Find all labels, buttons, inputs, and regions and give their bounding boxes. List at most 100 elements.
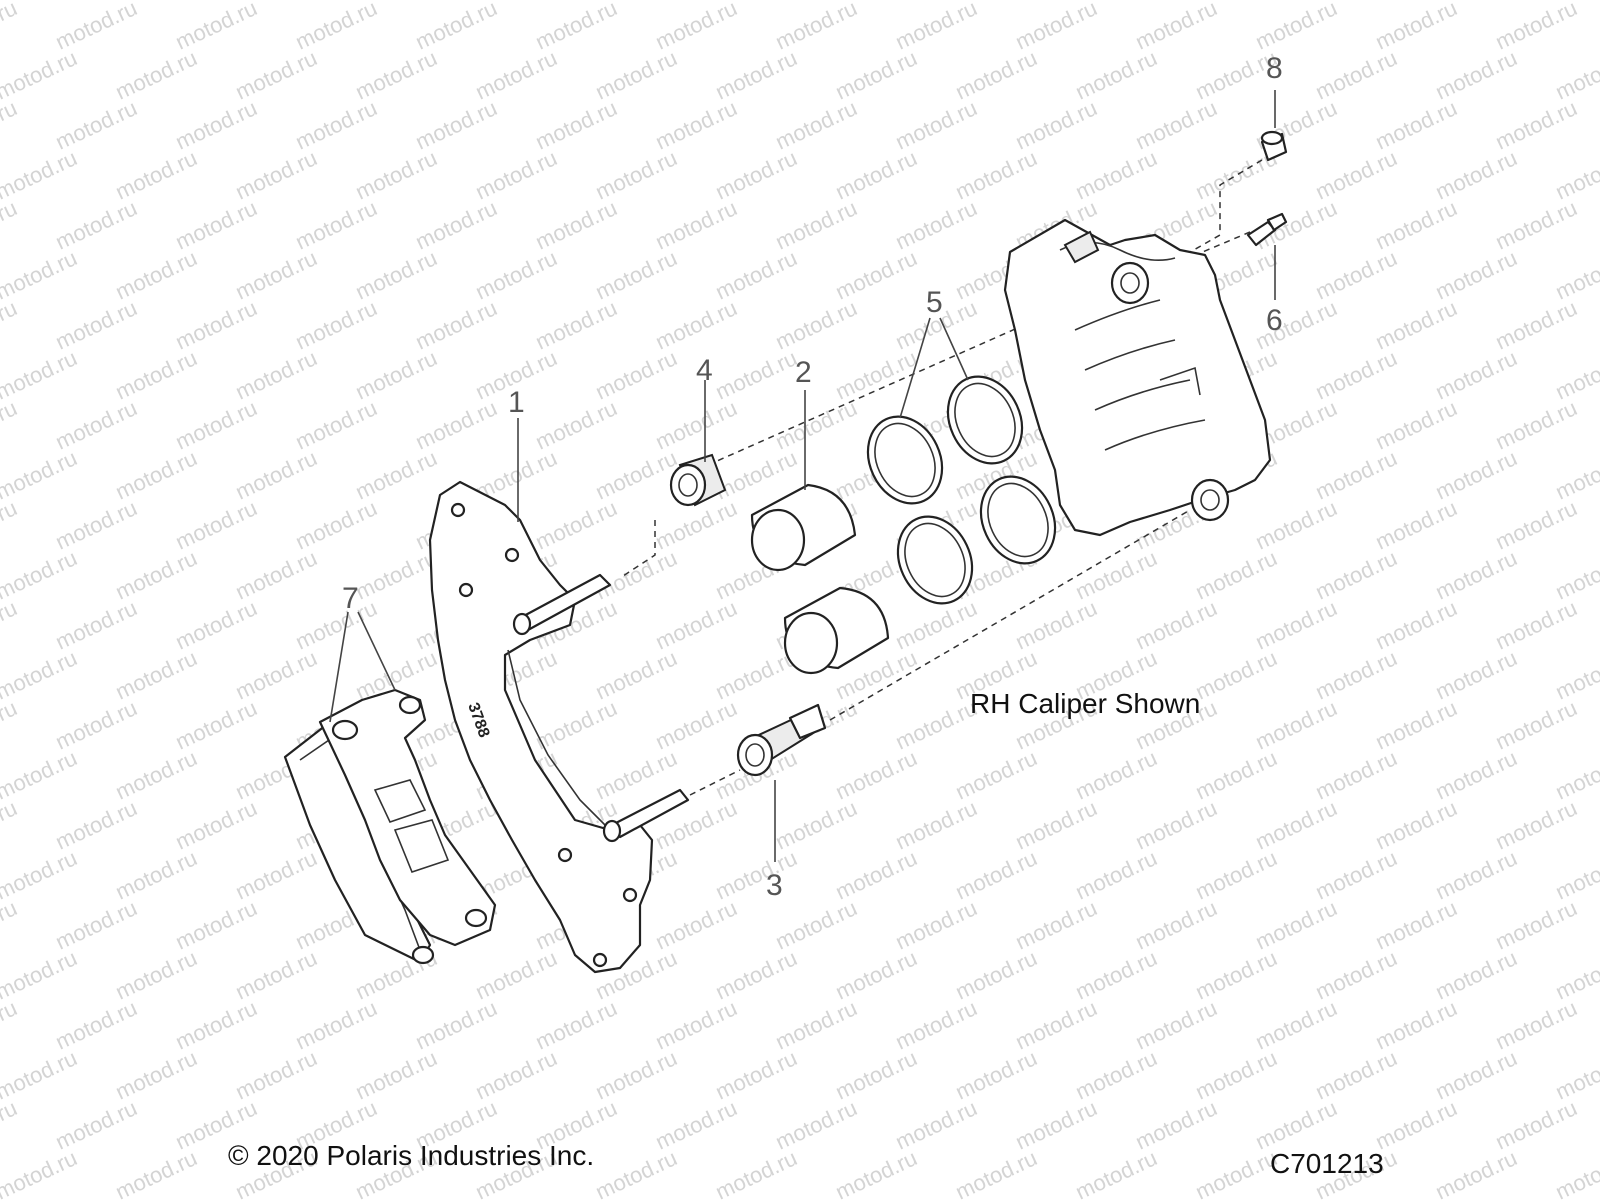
watermark-text: motod.ru (832, 1145, 921, 1200)
watermark-text: motod.ru (232, 645, 321, 704)
watermark-text: motod.ru (52, 595, 141, 654)
watermark-text: motod.ru (892, 995, 981, 1054)
watermark-text: motod.ru (772, 795, 861, 854)
watermark-text: motod.ru (652, 1195, 741, 1200)
watermark-text: motod.ru (1012, 595, 1101, 654)
watermark-text: motod.ru (592, 1145, 681, 1200)
watermark-text: motod.ru (112, 845, 201, 904)
watermark-text: motod.ru (712, 345, 801, 404)
watermark-text: motod.ru (1132, 595, 1221, 654)
watermark-text: motod.ru (1492, 295, 1581, 354)
watermark-text: motod.ru (1432, 445, 1521, 504)
watermark-text: motod.ru (592, 145, 681, 204)
watermark-text: motod.ru (52, 0, 141, 55)
watermark-text: motod.ru (952, 45, 1041, 104)
watermark-text: motod.ru (0, 245, 81, 304)
watermark-text: motod.ru (1192, 1145, 1281, 1200)
watermark-text: motod.ru (112, 1045, 201, 1104)
watermark-text: motod.ru (1072, 845, 1161, 904)
watermark-text: motod.ru (1252, 695, 1341, 754)
watermark-text: motod.ru (0, 295, 21, 354)
watermark-text: motod.ru (1492, 695, 1581, 754)
watermark-text: motod.ru (652, 895, 741, 954)
watermark-text: motod.ru (292, 195, 381, 254)
watermark-text: motod.ru (1012, 1095, 1101, 1154)
leader-lines (329, 90, 1276, 862)
watermark-text: motod.ru (1432, 45, 1521, 104)
watermark-text: motod.ru (1372, 495, 1461, 554)
watermark-text: motod.ru (1372, 995, 1461, 1054)
watermark-text: motod.ru (1012, 0, 1101, 55)
watermark-text: motod.ru (1072, 545, 1161, 604)
watermark-text: motod.ru (1132, 1195, 1221, 1200)
watermark-text: motod.ru (652, 695, 741, 754)
watermark-text: motod.ru (112, 645, 201, 704)
watermark-text: motod.ru (772, 295, 861, 354)
watermark-text: motod.ru (352, 545, 441, 604)
watermark-text: motod.ru (0, 1145, 81, 1200)
watermark-text: motod.ru (1372, 295, 1461, 354)
watermark-text: motod.ru (532, 395, 621, 454)
watermark-text: motod.ru (412, 395, 501, 454)
watermark-text: motod.ru (1372, 595, 1461, 654)
watermark-text: motod.ru (1492, 95, 1581, 154)
watermark-text: motod.ru (412, 1195, 501, 1200)
watermark-text: motod.ru (352, 245, 441, 304)
watermark-text: motod.ru (52, 895, 141, 954)
callout-7: 7 (342, 582, 359, 615)
watermark-text: motod.ru (952, 845, 1041, 904)
watermark-text: motod.ru (0, 895, 21, 954)
watermark-text: motod.ru (1432, 645, 1521, 704)
watermark-text: motod.ru (1372, 395, 1461, 454)
watermark-text: motod.ru (1252, 295, 1341, 354)
watermark-text: motod.ru (1192, 1045, 1281, 1104)
watermark-text: motod.ru (1552, 545, 1600, 604)
watermark-text: motod.ru (1492, 995, 1581, 1054)
watermark-text: motod.ru (1252, 495, 1341, 554)
watermark-text: motod.ru (0, 795, 21, 854)
watermark-text: motod.ru (1492, 895, 1581, 954)
watermark-text: motod.ru (172, 195, 261, 254)
watermark-text: motod.ru (172, 495, 261, 554)
watermark-text: motod.ru (592, 645, 681, 704)
watermark-text: motod.ru (1432, 1145, 1521, 1200)
callout-1: 1 (508, 386, 525, 419)
watermark-text: motod.ru (952, 145, 1041, 204)
watermark-text: motod.ru (1312, 445, 1401, 504)
watermark-text: motod.ru (772, 895, 861, 954)
watermark-text: motod.ru (1552, 645, 1600, 704)
watermark-text: motod.ru (1372, 95, 1461, 154)
watermark-text: motod.ru (1552, 1145, 1600, 1200)
watermark-text: motod.ru (1432, 945, 1521, 1004)
watermark-text: motod.ru (0, 45, 81, 104)
watermark-text: motod.ru (1372, 695, 1461, 754)
watermark-text: motod.ru (232, 145, 321, 204)
bleeder-valve (1246, 212, 1288, 247)
watermark-text: motod.ru (1192, 945, 1281, 1004)
watermark-text: motod.ru (0, 395, 21, 454)
watermark-text: motod.ru (1252, 895, 1341, 954)
bushing (669, 453, 727, 507)
bleeder-cap (1260, 130, 1288, 162)
watermark-text: motod.ru (1432, 745, 1521, 804)
watermark-text: motod.ru (1312, 345, 1401, 404)
watermark-text: motod.ru (52, 1195, 141, 1200)
watermark-text: motod.ru (1012, 1195, 1101, 1200)
watermark-text: motod.ru (952, 945, 1041, 1004)
watermark-text: motod.ru (1312, 645, 1401, 704)
callout-5: 5 (926, 286, 943, 319)
view-note: RH Caliper Shown (970, 688, 1201, 719)
watermark-text: motod.ru (52, 495, 141, 554)
watermark-text: motod.ru (892, 795, 981, 854)
watermark-text: motod.ru (1072, 1145, 1161, 1200)
watermark-text: motod.ru (352, 145, 441, 204)
watermark-text: motod.ru (52, 295, 141, 354)
watermark-text: motod.ru (772, 0, 861, 55)
watermark-text: motod.ru (0, 995, 21, 1054)
watermark-text: motod.ru (232, 845, 321, 904)
watermark-text: motod.ru (1492, 1095, 1581, 1154)
watermark-text: motod.ru (1192, 545, 1281, 604)
watermark-text: motod.ru (0, 1095, 21, 1154)
callout-8: 8 (1266, 52, 1283, 85)
watermark-text: motod.ru (292, 1195, 381, 1200)
